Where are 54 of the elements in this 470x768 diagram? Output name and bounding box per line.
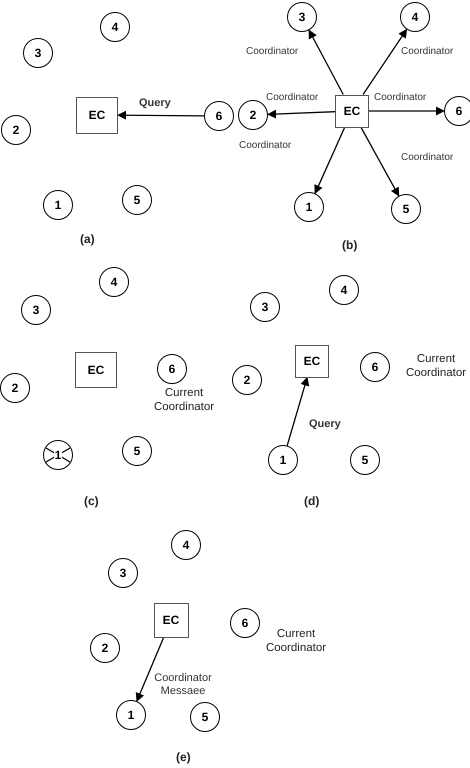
- panel-label: (c): [84, 494, 99, 508]
- node-circle: 2: [238, 100, 268, 130]
- node-circle: 3: [21, 295, 51, 325]
- arrow: [314, 127, 346, 194]
- node-circle: 1: [294, 192, 324, 222]
- node-circle: 3: [108, 558, 138, 588]
- node-circle: 1: [43, 440, 73, 470]
- node-circle: 5: [122, 436, 152, 466]
- node-circle: 6: [230, 608, 260, 638]
- ec-box: EC: [75, 352, 117, 388]
- arrow: [369, 106, 445, 116]
- arrow: [360, 127, 400, 197]
- node-circle: 6: [204, 101, 234, 131]
- node-circle: 5: [122, 185, 152, 215]
- edge-label: Query: [308, 418, 342, 432]
- panel-label: (a): [80, 232, 95, 246]
- ec-box: EC: [154, 602, 188, 638]
- node-circle: 6: [444, 96, 470, 126]
- node-circle: 4: [400, 2, 430, 32]
- node-circle: 2: [1, 115, 31, 145]
- node-circle: 3: [287, 2, 317, 32]
- node-circle: 4: [100, 12, 130, 42]
- node-circle: 4: [329, 275, 359, 305]
- arrow: [267, 110, 336, 119]
- node-circle: 6: [360, 352, 390, 382]
- node-circle: 4: [171, 530, 201, 560]
- node-caption: Current Coordinator: [152, 387, 216, 415]
- node-circle: 3: [250, 292, 280, 322]
- node-caption: Current Coordinator: [404, 353, 468, 381]
- node-circle: 2: [90, 633, 120, 663]
- node-circle: 1: [116, 700, 146, 730]
- node-circle: 5: [350, 445, 380, 475]
- edge-label: Query: [138, 97, 172, 110]
- panel-label: (d): [304, 494, 320, 508]
- arrow: [136, 637, 164, 702]
- node-circle: 1: [268, 445, 298, 475]
- ec-box: EC: [335, 94, 369, 128]
- node-circle: 6: [157, 354, 187, 384]
- arrow: [308, 29, 344, 95]
- node-circle: 2: [232, 365, 262, 395]
- node-circle: 3: [23, 38, 53, 68]
- panel-label: (b): [342, 238, 358, 252]
- ec-box: EC: [295, 344, 329, 378]
- node-circle: 5: [391, 194, 421, 224]
- node-caption: Current Coordinator: [264, 628, 328, 656]
- arrow: [362, 28, 408, 95]
- node-circle: 1: [43, 190, 73, 220]
- node-circle: 5: [190, 702, 220, 732]
- arrow: [286, 376, 310, 446]
- panel-label: (e): [176, 750, 191, 764]
- ec-box: EC: [76, 96, 118, 134]
- node-circle: 2: [0, 373, 30, 403]
- arrow: [117, 110, 204, 120]
- node-circle: 4: [99, 267, 129, 297]
